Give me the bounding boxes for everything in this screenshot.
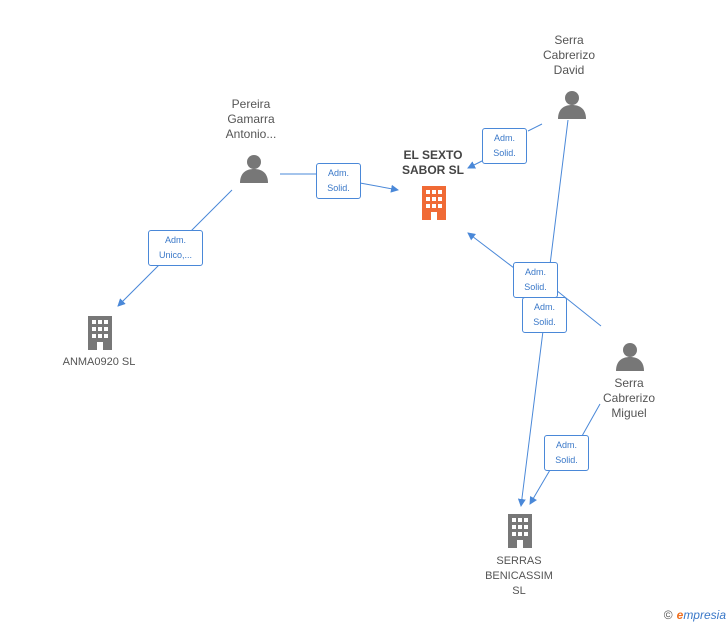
company-name-line: BENICASSIM (485, 570, 553, 582)
company-node-anma[interactable]: ANMA0920 SL (34, 316, 164, 372)
building-icon (508, 514, 532, 548)
edge-label-miguel-main[interactable]: Adm. Solid. (513, 262, 558, 298)
edge-pereira-main (280, 173, 398, 190)
company-name-line: SERRAS (496, 555, 542, 567)
person-name-pereira: Pereira Gamarra Antonio... (196, 97, 306, 142)
edge-label-pereira-anma[interactable]: Adm. Unico,... (148, 230, 203, 266)
edge-miguel-main (468, 233, 602, 327)
brand-logo-letter: e (676, 608, 684, 622)
edge-label-miguel-serras[interactable]: Adm. Solid. (544, 435, 589, 471)
edge-miguel-serras (530, 403, 601, 504)
edge-david-main (468, 123, 543, 168)
person-name-line: Antonio... (225, 127, 277, 141)
edge-label-line: Solid. (533, 317, 556, 327)
person-name-line: Cabrerizo (542, 48, 596, 62)
building-icon (422, 186, 446, 220)
person-icon (558, 91, 586, 119)
edge-label-line: Adm. (327, 168, 349, 178)
edge-label-line: Adm. (524, 267, 546, 277)
person-node-pereira[interactable]: Pereira Gamarra Antonio... (196, 97, 306, 187)
company-name-serras: SERRAS BENICASSIM SL (454, 554, 584, 599)
edge-label-line: Adm. (493, 133, 515, 143)
person-name-line: Serra (614, 376, 644, 390)
edge-label-line: Adm. (164, 235, 186, 245)
edge-label-david-serras[interactable]: Adm. Solid. (522, 297, 567, 333)
person-name-line: Pereira (231, 97, 271, 111)
person-name-line: Cabrerizo (602, 391, 656, 405)
edge-label-pereira-main[interactable]: Adm. Solid. (316, 163, 361, 199)
person-name-line: Miguel (611, 406, 647, 420)
edge-label-line: Adm. (533, 302, 555, 312)
edge-label-line: Unico,... (158, 250, 192, 260)
person-name-line: Serra (554, 33, 584, 47)
brand-name: mpresia (683, 608, 726, 622)
empresia-brand: ©empresia (664, 608, 726, 622)
person-node-david[interactable]: Serra Cabrerizo David (514, 33, 624, 123)
company-name-anma: ANMA0920 SL (34, 355, 164, 370)
edge-pereira-anma (118, 189, 233, 306)
company-name-main: EL SEXTO SABOR SL (368, 148, 498, 178)
person-name-line: Gamarra (227, 112, 275, 126)
person-name-miguel: Serra Cabrerizo Miguel (574, 376, 684, 421)
company-name-line: SABOR SL (401, 163, 464, 177)
company-name-line: SL (512, 585, 526, 597)
person-node-miguel[interactable]: Serra Cabrerizo Miguel (574, 341, 684, 426)
edge-label-david-main[interactable]: Adm. Solid. (482, 128, 527, 164)
edge-label-line: Solid. (493, 148, 516, 158)
person-name-david: Serra Cabrerizo David (514, 33, 624, 78)
edge-label-line: Solid. (327, 183, 350, 193)
company-name-line: EL SEXTO (403, 148, 463, 162)
company-name-line: ANMA0920 SL (62, 356, 136, 368)
edge-label-line: Solid. (555, 455, 578, 465)
person-name-line: David (553, 63, 585, 77)
company-node-serras[interactable]: SERRAS BENICASSIM SL (454, 514, 584, 599)
building-icon (88, 316, 112, 350)
edge-label-line: Solid. (524, 282, 547, 292)
person-icon (240, 155, 268, 183)
company-node-main[interactable]: EL SEXTO SABOR SL (368, 148, 498, 223)
person-icon (616, 343, 644, 371)
copyright-icon: © (663, 608, 673, 622)
edge-label-line: Adm. (555, 440, 577, 450)
